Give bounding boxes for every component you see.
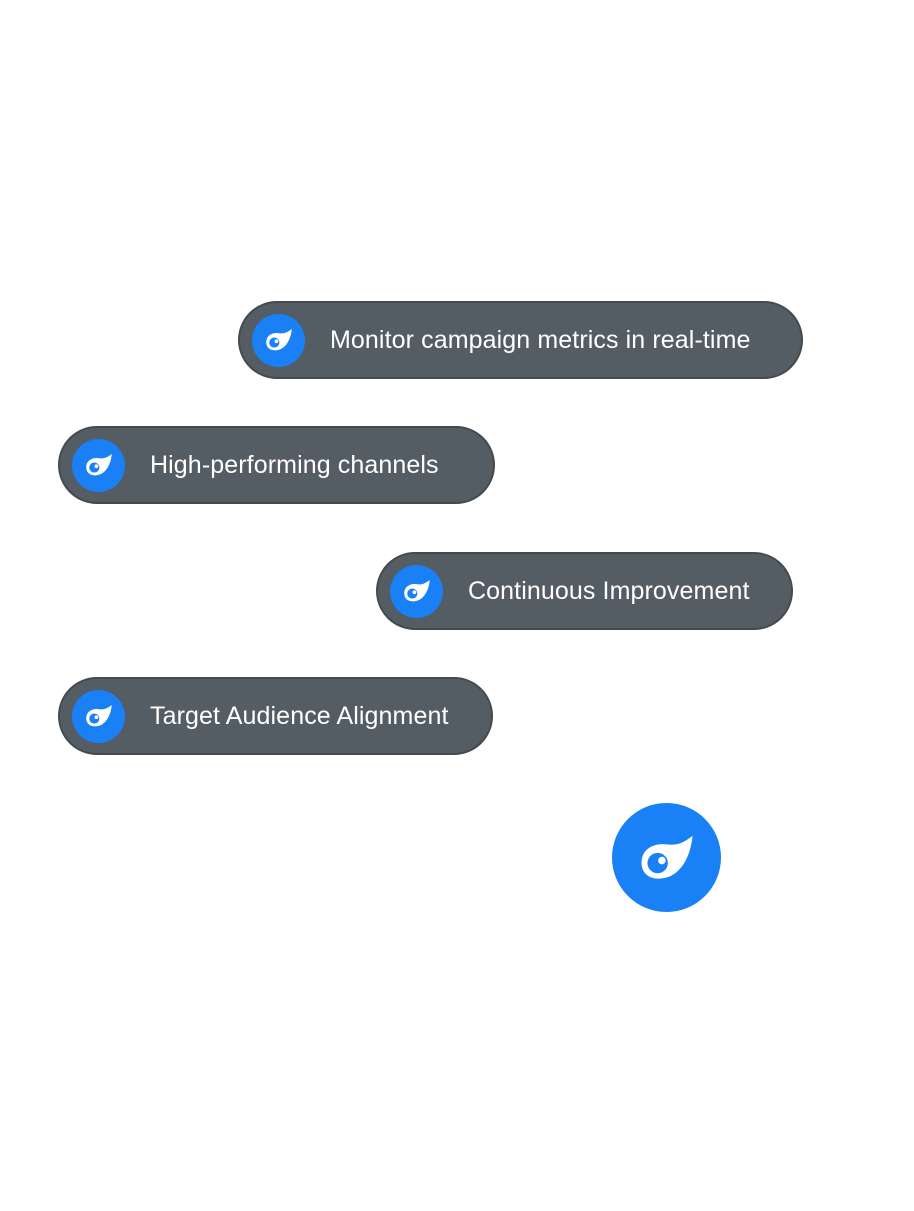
- feature-item-label: Monitor campaign metrics in real-time: [330, 325, 751, 354]
- feature-item-label: Continuous Improvement: [468, 576, 750, 605]
- eye-drop-logo-icon: [641, 835, 692, 879]
- feature-item-label: High-performing channels: [150, 450, 439, 479]
- feature-item-monitor-metrics[interactable]: Monitor campaign metrics in real-time: [238, 301, 803, 379]
- feature-item-continuous-improvement[interactable]: Continuous Improvement: [376, 552, 793, 630]
- eye-drop-logo-icon: [252, 313, 305, 367]
- assistant-launcher-button[interactable]: [612, 803, 721, 912]
- feature-item-label: Target Audience Alignment: [150, 701, 449, 730]
- eye-drop-logo-icon: [72, 689, 125, 743]
- eye-drop-logo-icon: [72, 438, 125, 492]
- feature-item-target-audience-alignment[interactable]: Target Audience Alignment: [58, 677, 493, 755]
- eye-drop-logo-icon: [390, 564, 443, 618]
- feature-item-high-performing-channels[interactable]: High-performing channels: [58, 426, 495, 504]
